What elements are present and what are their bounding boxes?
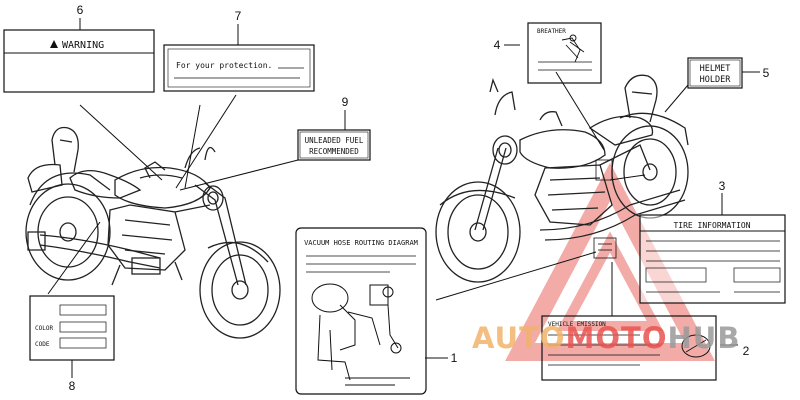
vehicle-emission-text: VEHICLE EMISSION (548, 321, 606, 328)
warning-label-text: WARNING (62, 40, 104, 51)
motorcycle-left (25, 126, 281, 339)
color-field-label: COLOR (35, 325, 53, 332)
warning-triangle-icon (50, 40, 58, 48)
callout-2: 2 (743, 344, 750, 358)
callout-9: 9 (342, 95, 349, 109)
label-protection: For your protection. (163, 44, 315, 92)
callout-4: 4 (494, 38, 501, 52)
watermark-text: AUTOMOTOHUB (472, 321, 740, 355)
leader-lines (47, 18, 760, 378)
label-vacuum-hose: VACUUM HOSE ROUTING DIAGRAM (295, 227, 427, 395)
vacuum-hose-schematic-icon (311, 283, 410, 386)
code-field-label: CODE (35, 341, 50, 348)
callout-7: 7 (235, 9, 242, 23)
protection-label-text: For your protection. (176, 61, 272, 70)
watermark-part-auto: AUTO (472, 321, 566, 355)
label-unleaded-fuel: UNLEADED FUEL RECOMMENDED (297, 129, 371, 161)
callout-3: 3 (719, 179, 726, 193)
callout-numbers: 6 7 9 4 5 3 1 2 8 (69, 3, 770, 393)
label-color-code: COLOR CODE (29, 295, 115, 361)
label-warning: WARNING (3, 29, 155, 93)
decal-markers-right-bike (593, 159, 617, 259)
label-tire-information: TIRE INFORMATION (639, 214, 786, 304)
tire-information-text: TIRE INFORMATION (673, 221, 750, 230)
label-vehicle-emission: VEHICLE EMISSION (541, 315, 717, 381)
breather-label-text: BREATHER (537, 28, 566, 35)
unleaded-line2: RECOMMENDED (309, 147, 359, 156)
watermark-part-hub: HUB (668, 321, 741, 355)
vacuum-hose-title: VACUUM HOSE ROUTING DIAGRAM (304, 239, 418, 247)
motorcycle-right (435, 74, 689, 283)
emission-seal-icon (681, 334, 711, 358)
callout-1: 1 (451, 351, 458, 365)
svg-text:AUTOMOTOHUB: AUTOMOTOHUB (472, 321, 740, 355)
callout-6: 6 (77, 3, 84, 17)
callout-8: 8 (69, 379, 76, 393)
label-breather: BREATHER (527, 22, 602, 84)
label-helmet-holder: HELMET HOLDER (687, 57, 743, 89)
helmet-line2: HOLDER (700, 75, 732, 85)
callout-5: 5 (763, 66, 770, 80)
helmet-line1: HELMET (700, 64, 731, 74)
unleaded-line1: UNLEADED FUEL (305, 136, 364, 145)
breather-hose-icon (561, 34, 585, 63)
watermark-part-moto: MOTO (566, 321, 668, 355)
